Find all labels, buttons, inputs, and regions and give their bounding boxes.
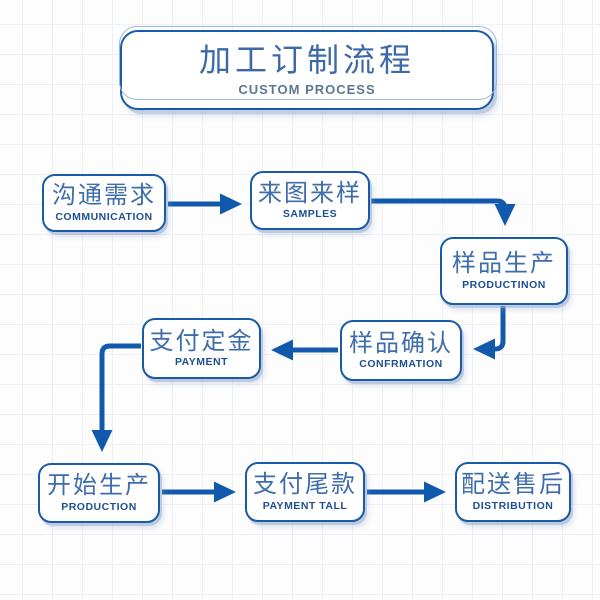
node-subtitle-en: PAYMENT TALL bbox=[262, 499, 348, 512]
node-title-zh: 样品确认 bbox=[349, 328, 453, 357]
page-title: 加工订制流程 bbox=[198, 41, 415, 80]
node-sample-production: 样品生产 PRODUCTINON bbox=[440, 237, 568, 305]
node-subtitle-en: CONFRMATION bbox=[359, 358, 443, 371]
node-title-zh: 支付尾款 bbox=[253, 470, 357, 499]
arrow-sampleproduction-confirmation bbox=[473, 306, 506, 360]
node-title-zh: 支付定金 bbox=[149, 326, 254, 355]
node-subtitle-en: COMMUNICATION bbox=[55, 210, 153, 223]
node-start-production: 开始生产 PRODUCTION bbox=[38, 463, 160, 523]
arrow-samples-sampleproduction bbox=[371, 198, 516, 226]
node-subtitle-en: PRODUCTINON bbox=[462, 278, 546, 291]
node-title-zh: 样品生产 bbox=[452, 249, 556, 278]
page-subtitle: CUSTOM PROCESS bbox=[238, 81, 376, 97]
node-subtitle-en: DISTRIBUTION bbox=[472, 499, 554, 512]
node-title-zh: 开始生产 bbox=[47, 471, 151, 500]
node-sample-confirmation: 样品确认 CONFRMATION bbox=[340, 320, 462, 381]
node-title-zh: 来图来样 bbox=[258, 178, 362, 207]
node-final-payment: 支付尾款 PAYMENT TALL bbox=[245, 462, 365, 522]
node-title-zh: 沟通需求 bbox=[52, 181, 156, 210]
node-subtitle-en: SAMPLES bbox=[282, 208, 338, 221]
node-subtitle-en: PRODUCTION bbox=[61, 500, 137, 513]
node-deposit-payment: 支付定金 PAYMENT bbox=[142, 318, 261, 379]
node-communication: 沟通需求 COMMUNICATION bbox=[42, 174, 166, 232]
node-samples: 来图来样 SAMPLES bbox=[250, 171, 370, 230]
node-title-zh: 配送售后 bbox=[461, 470, 565, 499]
title-banner: 加工订制流程 CUSTOM PROCESS bbox=[119, 26, 497, 110]
arrow-payment-production bbox=[91, 343, 141, 452]
node-subtitle-en: PAYMENT bbox=[174, 356, 229, 369]
node-distribution: 配送售后 DISTRIBUTION bbox=[455, 462, 571, 522]
